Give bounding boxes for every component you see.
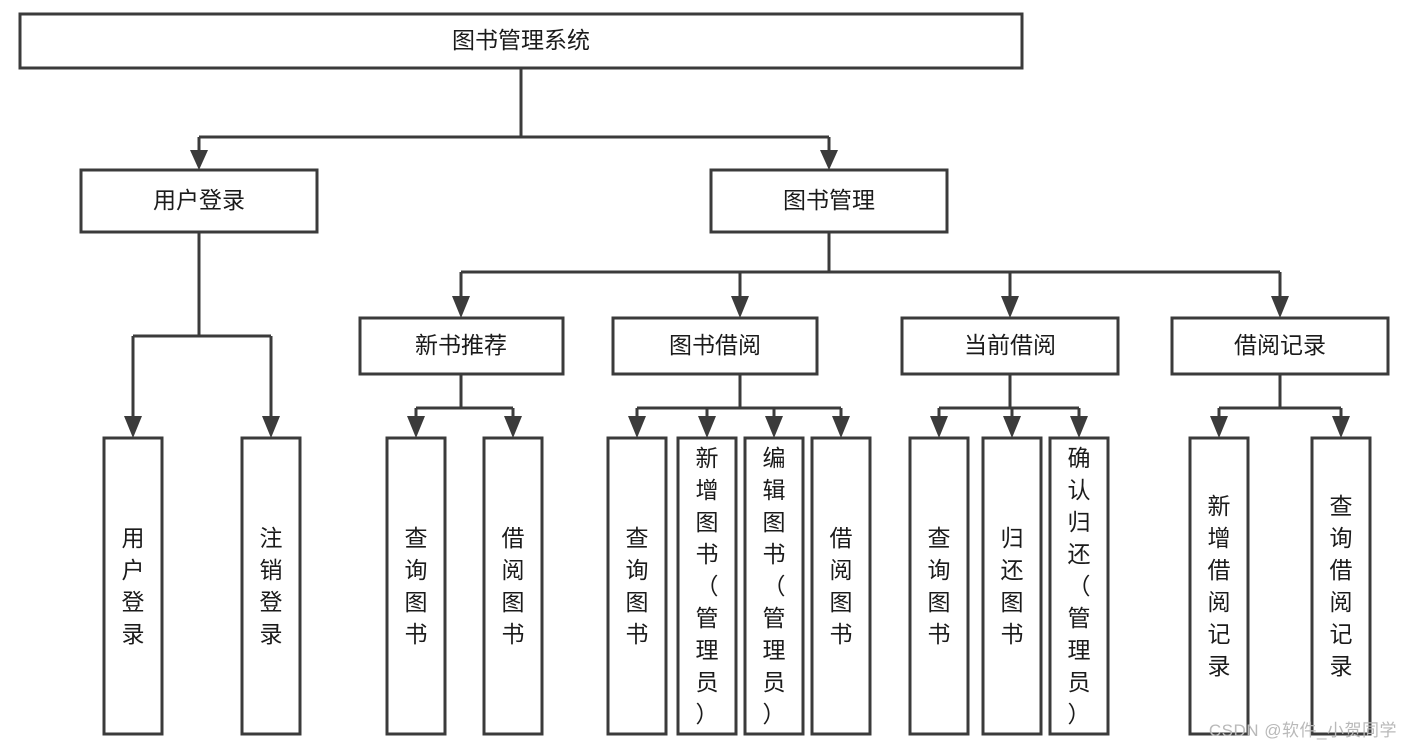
node-leaf-return-book-label: 归还图书 — [1001, 525, 1024, 647]
node-leaf-query-book-rec[interactable]: 查询图书 — [385, 436, 447, 736]
arrowhead-leaf-user-login — [124, 416, 142, 438]
node-leaf-logout-label: 注销登录 — [260, 525, 283, 647]
node-book-manage[interactable]: 图书管理 — [709, 168, 949, 234]
node-leaf-add-book-admin-label: 新增图书（管理员） — [696, 445, 719, 727]
node-new-book-recommend[interactable]: 新书推荐 — [358, 316, 565, 376]
connector-layer — [124, 68, 1350, 438]
node-current-borrow[interactable]: 当前借阅 — [900, 316, 1120, 376]
node-leaf-borrow-book[interactable]: 借阅图书 — [810, 436, 872, 736]
node-leaf-edit-book-admin[interactable]: 编辑图书（管理员） — [743, 436, 805, 736]
arrowhead-leaf-borrow-book — [832, 416, 850, 438]
arrowhead-leaf-add-borrow-record — [1210, 416, 1228, 438]
node-borrow-record[interactable]: 借阅记录 — [1170, 316, 1390, 376]
node-leaf-query-book-cur[interactable]: 查询图书 — [908, 436, 970, 736]
node-system[interactable]: 图书管理系统 — [18, 12, 1024, 70]
node-book-borrow-label: 图书借阅 — [669, 332, 761, 358]
node-leaf-edit-book-admin-label: 编辑图书（管理员） — [763, 445, 786, 727]
node-leaf-confirm-return-admin[interactable]: 确认归还（管理员） — [1048, 436, 1110, 736]
node-leaf-query-book-rec-label: 查询图书 — [405, 525, 428, 647]
watermark-csdn: CSDN @软件_小贺同学 — [1208, 721, 1397, 740]
arrowhead-leaf-query-book-cur — [930, 416, 948, 438]
node-leaf-user-login-label: 用户登录 — [122, 525, 145, 647]
arrowhead-book-borrow — [731, 296, 749, 318]
node-leaf-borrow-book-rec[interactable]: 借阅图书 — [482, 436, 544, 736]
arrowhead-book-manage — [820, 150, 838, 170]
node-leaf-logout[interactable]: 注销登录 — [240, 436, 302, 736]
node-leaf-add-borrow-record[interactable]: 新增借阅记录 — [1188, 436, 1250, 736]
node-user-login[interactable]: 用户登录 — [79, 168, 319, 234]
node-system-label: 图书管理系统 — [452, 27, 590, 53]
arrowhead-borrow-record — [1271, 296, 1289, 318]
node-leaf-borrow-book-label: 借阅图书 — [830, 525, 853, 647]
arrowhead-leaf-logout — [262, 416, 280, 438]
node-leaf-confirm-return-admin-label: 确认归还（管理员） — [1068, 445, 1091, 727]
node-leaf-return-book[interactable]: 归还图书 — [981, 436, 1043, 736]
arrowhead-new-book-recommend — [452, 296, 470, 318]
node-new-book-recommend-label: 新书推荐 — [415, 332, 507, 358]
arrowhead-leaf-query-book-rec — [407, 416, 425, 438]
node-layer: 图书管理系统 用户登录 图书管理 新书推荐 图书借阅 当前 — [18, 12, 1390, 736]
arrowhead-leaf-borrow-book-rec — [504, 416, 522, 438]
node-book-borrow[interactable]: 图书借阅 — [611, 316, 819, 376]
node-leaf-query-book-label: 查询图书 — [626, 525, 649, 647]
arrowhead-leaf-confirm-return-admin — [1070, 416, 1088, 438]
arrowhead-leaf-query-book — [628, 416, 646, 438]
node-leaf-add-borrow-record-label: 新增借阅记录 — [1208, 493, 1231, 679]
node-borrow-record-label: 借阅记录 — [1234, 332, 1326, 358]
arrowhead-current-borrow — [1001, 296, 1019, 318]
node-leaf-query-book[interactable]: 查询图书 — [606, 436, 668, 736]
node-leaf-query-book-cur-label: 查询图书 — [928, 525, 951, 647]
node-user-login-label: 用户登录 — [153, 187, 245, 213]
arrowhead-leaf-query-borrow-record — [1332, 416, 1350, 438]
node-leaf-user-login[interactable]: 用户登录 — [102, 436, 164, 736]
arrowhead-leaf-add-book-admin — [698, 416, 716, 438]
node-book-manage-label: 图书管理 — [783, 187, 875, 213]
arrowhead-user-login — [190, 150, 208, 170]
node-leaf-borrow-book-rec-label: 借阅图书 — [502, 525, 525, 647]
node-leaf-add-book-admin[interactable]: 新增图书（管理员） — [676, 436, 738, 736]
node-leaf-query-borrow-record[interactable]: 查询借阅记录 — [1310, 436, 1372, 736]
node-current-borrow-label: 当前借阅 — [964, 332, 1056, 358]
arrowhead-leaf-return-book — [1003, 416, 1021, 438]
arrowhead-leaf-edit-book-admin — [765, 416, 783, 438]
node-leaf-query-borrow-record-label: 查询借阅记录 — [1330, 493, 1353, 679]
